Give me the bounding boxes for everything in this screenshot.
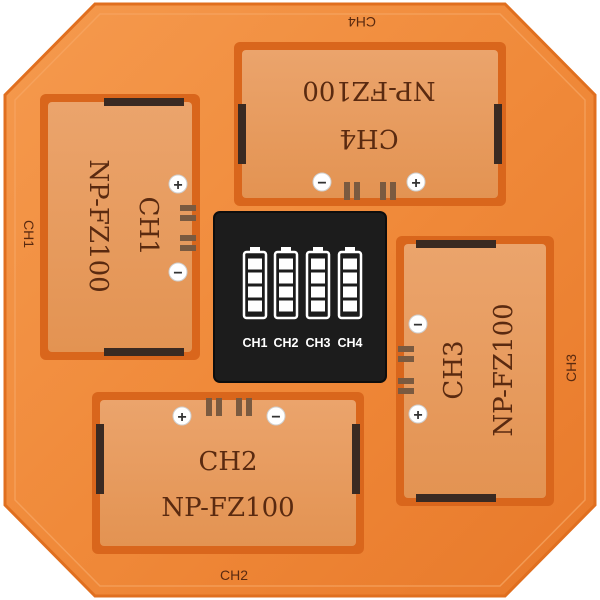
battery-segment: [311, 300, 325, 312]
battery-icon: [273, 247, 299, 320]
slot-ch2-plus-icon: +: [172, 406, 192, 426]
svg-text:−: −: [413, 317, 422, 334]
display-label-ch1: CH1: [242, 336, 267, 350]
svg-text:+: +: [413, 407, 422, 424]
battery-segment: [248, 286, 262, 298]
battery-slot-ch3[interactable]: CH3 NP-FZ100 − +: [396, 236, 554, 506]
slot-ch1-minus-icon: −: [168, 262, 188, 282]
battery-segment: [279, 300, 293, 312]
slot-ch4-channel: CH4: [339, 123, 398, 153]
battery-slot-ch4[interactable]: NP-FZ100 CH4 − +: [234, 42, 506, 206]
display-label-ch2: CH2: [273, 336, 298, 350]
svg-text:+: +: [177, 409, 186, 426]
battery-slot-ch1[interactable]: CH1 NP-FZ100 + −: [40, 94, 200, 360]
slot-ch1-plus-icon: +: [168, 174, 188, 194]
edge-label-top: CH4: [348, 14, 376, 30]
battery-segment: [311, 258, 325, 270]
battery-level-icons: [242, 247, 363, 320]
battery-segment: [343, 258, 357, 270]
battery-segment: [279, 272, 293, 284]
battery-segment: [343, 286, 357, 298]
slot-ch3-plus-icon: +: [408, 404, 428, 424]
svg-text:−: −: [317, 175, 326, 192]
battery-segment: [279, 286, 293, 298]
svg-text:−: −: [173, 265, 182, 282]
edge-label-bottom: CH2: [220, 567, 248, 583]
battery-segment: [248, 272, 262, 284]
slot-ch2-minus-icon: −: [266, 406, 286, 426]
slot-ch3-channel: CH3: [439, 340, 469, 399]
edge-label-left: CH1: [21, 220, 37, 248]
battery-segment: [311, 272, 325, 284]
slot-ch1-channel: CH1: [133, 196, 163, 255]
battery-segment: [343, 300, 357, 312]
battery-segment: [248, 300, 262, 312]
svg-text:+: +: [411, 175, 420, 192]
svg-text:+: +: [173, 177, 182, 194]
svg-text:−: −: [271, 409, 280, 426]
battery-icon: [242, 247, 268, 320]
battery-segment: [311, 286, 325, 298]
battery-slot-ch2[interactable]: CH2 NP-FZ100 + −: [92, 392, 364, 554]
battery-segment: [248, 258, 262, 270]
slot-ch3-minus-icon: −: [408, 314, 428, 334]
battery-segment: [279, 258, 293, 270]
battery-icon: [305, 247, 331, 320]
edge-label-right: CH3: [563, 354, 579, 382]
slot-ch4-minus-icon: −: [312, 172, 332, 192]
battery-icon: [337, 247, 363, 320]
display-label-ch3: CH3: [305, 336, 330, 350]
charger-body-inner-rim: [14, 13, 586, 587]
status-display: CH1 CH2 CH3 CH4: [213, 211, 387, 383]
battery-segment: [343, 272, 357, 284]
display-label-ch4: CH4: [337, 336, 362, 350]
slot-ch2-model: NP-FZ100: [161, 493, 294, 523]
slot-ch4-model: NP-FZ100: [302, 75, 435, 105]
slot-ch3-model: NP-FZ100: [489, 303, 519, 436]
slot-ch4-plus-icon: +: [406, 172, 426, 192]
slot-ch2-channel: CH2: [198, 447, 257, 477]
slot-ch1-model: NP-FZ100: [83, 159, 113, 292]
